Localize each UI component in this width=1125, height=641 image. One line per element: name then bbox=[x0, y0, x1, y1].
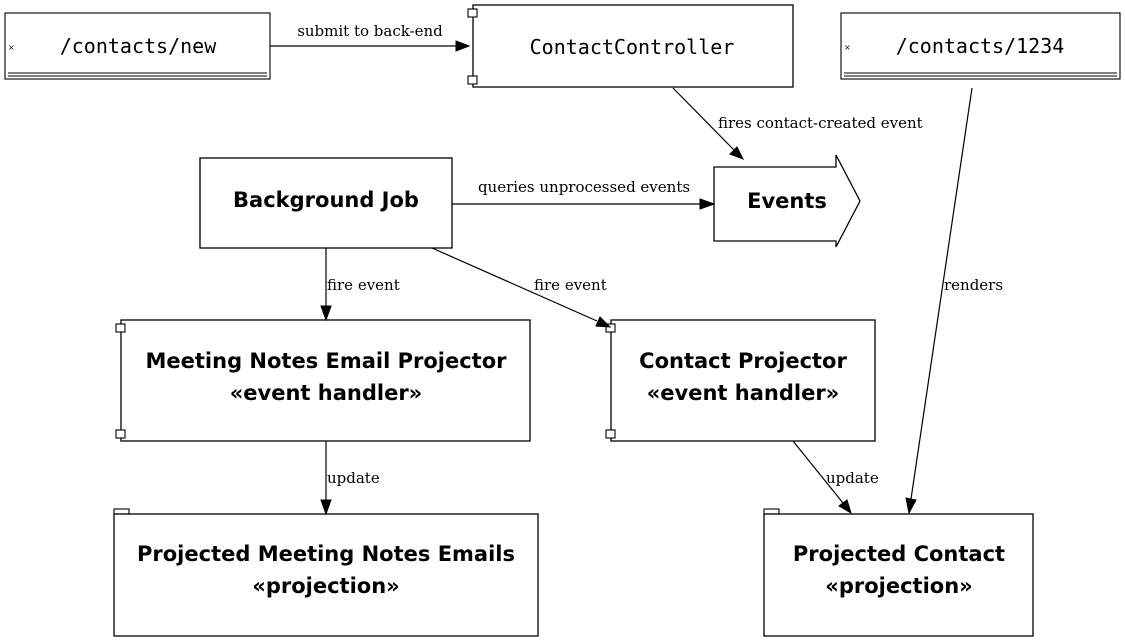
component-port-icon bbox=[467, 8, 478, 18]
edge-renders-label: renders bbox=[944, 276, 1003, 294]
component-port-icon bbox=[115, 429, 126, 439]
contact-projection-stereotype: «projection» bbox=[825, 574, 972, 598]
edge-update-meeting-projection: update bbox=[320, 441, 380, 516]
folder-tab-icon bbox=[113, 508, 130, 515]
meeting-notes-projector-stereotype: «event handler» bbox=[230, 381, 423, 405]
meeting-notes-projector-title: Meeting Notes Email Projector bbox=[146, 349, 508, 373]
edge-fires-label: fires contact-created event bbox=[718, 114, 923, 132]
edge-fire-event-meeting-projector: fire event bbox=[320, 248, 400, 322]
component-port-icon bbox=[467, 75, 478, 85]
meeting-notes-projection-title: Projected Meeting Notes Emails bbox=[137, 542, 515, 566]
component-port-icon bbox=[605, 429, 616, 439]
broken-image-icon: × bbox=[8, 43, 15, 52]
page-contacts-1234: × /contacts/1234 bbox=[840, 12, 1121, 80]
edge-fires-contact-created: fires contact-created event bbox=[672, 87, 923, 160]
meeting-notes-projector-component: Meeting Notes Email Projector «event han… bbox=[115, 319, 531, 442]
edge-renders: renders bbox=[905, 87, 1003, 515]
edge-fire-event-contact-projector: fire event bbox=[431, 247, 612, 328]
contact-controller-label: ContactController bbox=[530, 35, 735, 59]
page-contacts-new: × /contacts/new bbox=[4, 12, 271, 80]
edge-submit-to-back-end: submit to back-end bbox=[270, 22, 471, 52]
background-job-node: Background Job bbox=[199, 157, 453, 249]
events-label: Events bbox=[747, 189, 827, 213]
contact-projector-title: Contact Projector bbox=[639, 349, 847, 373]
page-contacts-new-label: /contacts/new bbox=[60, 34, 217, 58]
events-node: Events bbox=[713, 154, 861, 248]
edge-queries-label: queries unprocessed events bbox=[478, 178, 690, 196]
contact-projection-title: Projected Contact bbox=[793, 542, 1005, 566]
contact-projector-stereotype: «event handler» bbox=[647, 381, 840, 405]
edge-update-right-label: update bbox=[826, 469, 879, 487]
edge-update-contact-projection: update bbox=[792, 440, 879, 515]
component-port-icon bbox=[115, 323, 126, 333]
page-contacts-1234-label: /contacts/1234 bbox=[896, 34, 1065, 58]
broken-image-icon: × bbox=[844, 43, 851, 52]
edge-submit-label: submit to back-end bbox=[297, 22, 443, 40]
meeting-notes-projection-node: Projected Meeting Notes Emails «projecti… bbox=[113, 508, 539, 637]
background-job-label: Background Job bbox=[233, 188, 419, 212]
component-port-icon bbox=[605, 323, 616, 333]
contact-controller-component: ContactController bbox=[467, 4, 794, 88]
edge-fire-event-left-label: fire event bbox=[327, 276, 400, 294]
contact-projection-node: Projected Contact «projection» bbox=[763, 508, 1034, 637]
edge-queries-unprocessed-events: queries unprocessed events bbox=[452, 178, 716, 210]
contact-projector-component: Contact Projector «event handler» bbox=[605, 319, 876, 442]
edge-fire-event-right-label: fire event bbox=[534, 276, 607, 294]
folder-tab-icon bbox=[763, 508, 780, 515]
meeting-notes-projection-stereotype: «projection» bbox=[252, 574, 399, 598]
edge-update-left-label: update bbox=[327, 469, 380, 487]
